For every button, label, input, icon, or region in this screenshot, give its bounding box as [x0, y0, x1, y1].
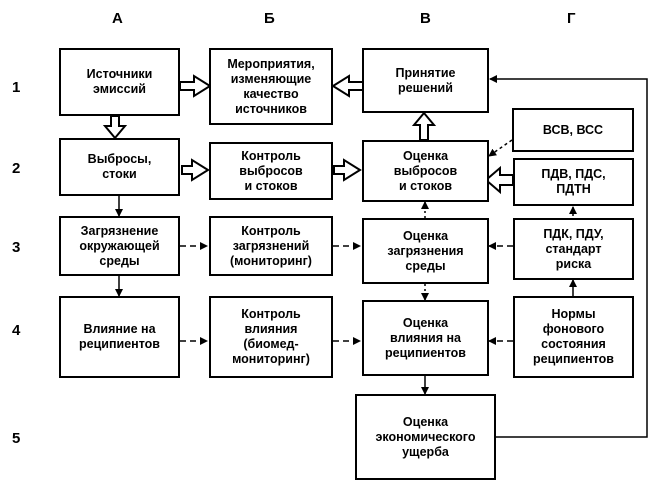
box-impact-assessment: Оценка влияния на реципиентов — [362, 300, 489, 376]
box-pdv-pds-pdtn: ПДВ, ПДС, ПДТН — [513, 158, 634, 206]
row-number-5: 5 — [12, 430, 21, 447]
box-biomedical-monitoring: Контроль влияния (биомед- мониторинг) — [209, 296, 333, 378]
box-emissions-assessment: Оценка выбросов и стоков — [362, 140, 489, 202]
box-background-norms: Нормы фонового состояния реципиентов — [513, 296, 634, 378]
column-header-v: В — [420, 10, 431, 27]
hollow-arrow-g2-to-v2 — [484, 165, 514, 195]
column-header-g: Г — [567, 10, 576, 27]
hollow-arrow-v1-to-b1 — [331, 74, 364, 98]
box-pollution-monitoring: Контроль загрязнений (мониторинг) — [209, 216, 333, 276]
hollow-arrow-b2-to-v2 — [333, 158, 362, 182]
hollow-arrow-a1-to-a2 — [102, 115, 128, 140]
box-source-quality-measures: Мероприятия, изменяющие качество источни… — [209, 48, 333, 125]
box-decision-making: Принятие решений — [362, 48, 489, 113]
row-number-4: 4 — [12, 322, 21, 339]
row-number-3: 3 — [12, 239, 21, 256]
hollow-arrow-a2-to-b2 — [181, 158, 210, 182]
column-header-b: Б — [264, 10, 275, 27]
box-emission-sources: Источники эмиссий — [59, 48, 180, 116]
box-environmental-pollution: Загрязнение окружающей среды — [59, 216, 180, 276]
box-emissions-discharges: Выбросы, стоки — [59, 138, 180, 196]
box-impact-on-recipients: Влияние на реципиентов — [59, 296, 180, 378]
hollow-arrow-v2-to-v1 — [411, 111, 437, 141]
column-header-a: А — [112, 10, 123, 27]
box-vsv-vss: ВСВ, ВСС — [512, 108, 634, 152]
arrow-v5-to-v1-feedback — [489, 75, 648, 438]
box-pdk-pdu-risk-standard: ПДК, ПДУ, стандарт риска — [513, 218, 634, 280]
row-number-2: 2 — [12, 160, 21, 177]
arrow-g2a-to-v2 — [488, 139, 513, 157]
hollow-arrow-b1-to-a1 — [179, 74, 212, 98]
box-emissions-control: Контроль выбросов и стоков — [209, 142, 333, 200]
row-number-1: 1 — [12, 79, 21, 96]
box-pollution-assessment: Оценка загрязнения среды — [362, 218, 489, 284]
box-economic-damage-assessment: Оценка экономического ущерба — [355, 394, 496, 480]
